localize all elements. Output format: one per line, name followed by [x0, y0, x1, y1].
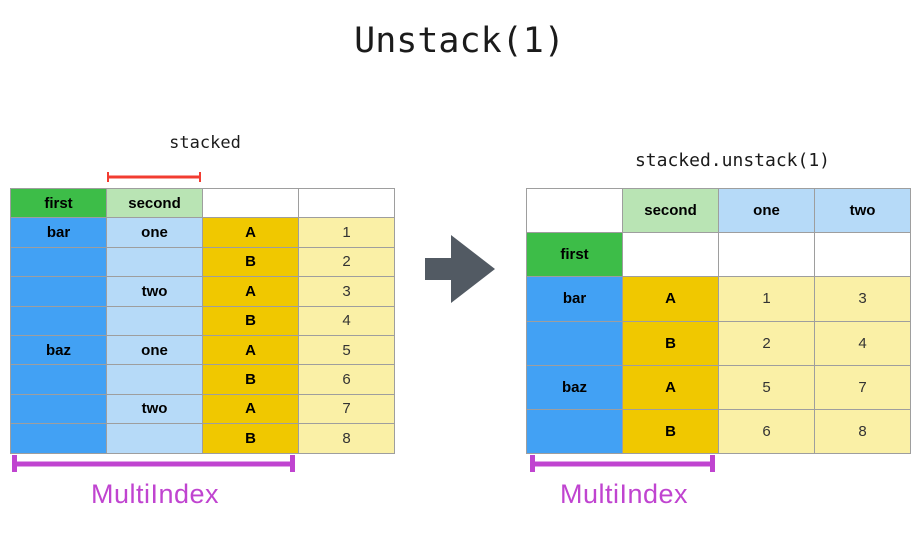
table-cell: 8 [298, 423, 395, 454]
table-cell: A [202, 276, 299, 307]
table-cell: B [202, 423, 299, 454]
table-cell: 1 [298, 217, 395, 248]
table-cell [202, 187, 299, 219]
table-cell [106, 305, 203, 336]
bracket-bar [107, 175, 201, 179]
table-cell [10, 276, 107, 307]
table-cell: 3 [814, 276, 911, 322]
table-cell [106, 364, 203, 395]
multiindex-bracket-right [530, 455, 715, 472]
table-cell [10, 393, 107, 425]
table-cell: first [526, 232, 623, 278]
table-cell: A [202, 334, 299, 366]
table-cell [526, 320, 623, 366]
table-cell: bar [526, 276, 623, 322]
table-cell [10, 246, 107, 278]
table-cell: one [106, 334, 203, 366]
table-cell: one [718, 187, 815, 234]
table-cell [10, 305, 107, 336]
table-cell: 5 [718, 364, 815, 410]
table-cell: first [10, 187, 107, 219]
table-cell: 3 [298, 276, 395, 307]
table-cell: 4 [814, 320, 911, 366]
table-cell: A [202, 393, 299, 425]
bracket-tick [199, 172, 201, 182]
table-cell [526, 408, 623, 455]
table-cell [106, 423, 203, 454]
table-cell: two [106, 393, 203, 425]
multiindex-label-right: MultiIndex [559, 479, 689, 509]
table-cell: one [106, 217, 203, 248]
table-row: first [526, 232, 911, 278]
bracket-tick [290, 455, 295, 472]
table-cell: 4 [298, 305, 395, 336]
table-cell: 2 [298, 246, 395, 278]
table-cell: second [622, 187, 719, 234]
table-cell: second [106, 187, 203, 219]
table-cell: 5 [298, 334, 395, 366]
table-cell: 6 [298, 364, 395, 395]
table-cell: 7 [814, 364, 911, 410]
table-cell: A [622, 276, 719, 322]
table-cell: A [622, 364, 719, 410]
code-line-1: stacked.unstack(1) [634, 150, 831, 171]
table-cell [10, 423, 107, 454]
stacked-caption: stacked [169, 133, 241, 153]
table-cell: two [814, 187, 911, 234]
table-cell: B [622, 408, 719, 455]
table-cell: B [202, 364, 299, 395]
page-title: Unstack(1) [354, 21, 565, 61]
stacked-range-bracket [107, 172, 201, 182]
table-cell [718, 232, 815, 278]
table-cell: 2 [718, 320, 815, 366]
bracket-tick [710, 455, 715, 472]
bracket-bar [12, 461, 295, 466]
table-cell: baz [526, 364, 623, 410]
table-cell: B [202, 246, 299, 278]
table-cell: bar [10, 217, 107, 248]
table-cell: 8 [814, 408, 911, 455]
table-cell [298, 187, 395, 219]
table-cell [814, 232, 911, 278]
table-cell: 7 [298, 393, 395, 425]
bracket-bar [530, 461, 715, 466]
table-cell: B [622, 320, 719, 366]
table-cell [106, 246, 203, 278]
table-cell: baz [10, 334, 107, 366]
table-cell: B [202, 305, 299, 336]
table-cell [10, 364, 107, 395]
table-cell: 6 [718, 408, 815, 455]
table-cell [526, 187, 623, 234]
arrow-right-icon [425, 235, 495, 303]
multiindex-bracket-left [12, 455, 295, 472]
table-cell: two [106, 276, 203, 307]
table-cell [622, 232, 719, 278]
table-cell: A [202, 217, 299, 248]
multiindex-label-left: MultiIndex [90, 479, 220, 509]
table-cell: 1 [718, 276, 815, 322]
